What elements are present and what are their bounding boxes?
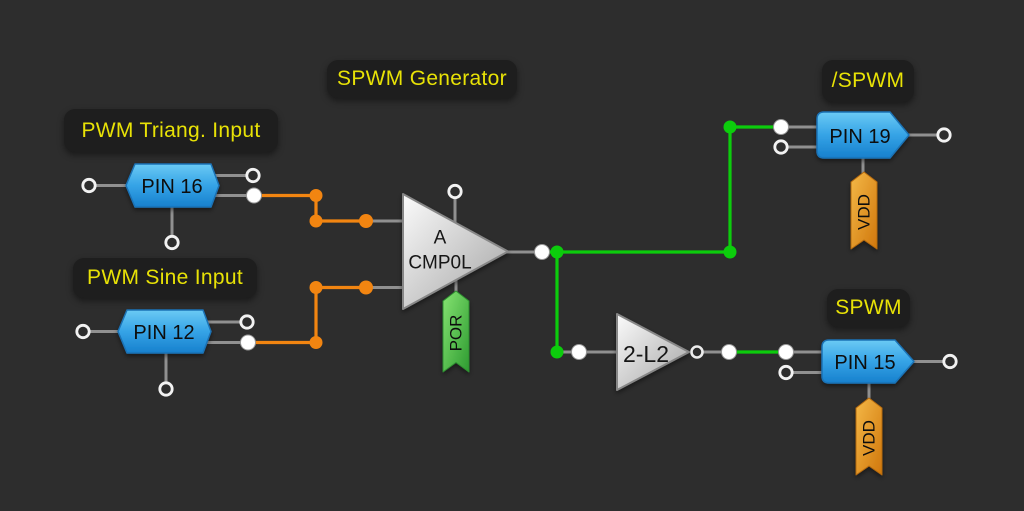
generator-title-label[interactable]: SPWM Generator	[327, 60, 517, 98]
spwm-label[interactable]: SPWM	[827, 289, 910, 327]
pin15-vdd-flag-body[interactable]	[855, 397, 883, 476]
por-flag-body[interactable]	[442, 290, 470, 373]
pin19-vdd-flag[interactable]: VDD	[850, 171, 878, 250]
comparator-top-terminal[interactable]	[447, 183, 463, 200]
inverter-label: 2-L2	[623, 341, 669, 367]
pin15-vdd-flag[interactable]: VDD	[855, 397, 883, 476]
net-sine-orange[interactable]	[248, 285, 366, 345]
pin15-component[interactable]: PIN 15	[821, 339, 915, 384]
pin15-label: PIN 15	[834, 352, 895, 374]
pwm-triang-input-label[interactable]: PWM Triang. Input	[64, 109, 278, 152]
net-triang-orange[interactable]	[254, 193, 366, 223]
pin16-top-right-terminal[interactable]	[245, 167, 261, 184]
pin19-lower-terminal[interactable]	[773, 139, 789, 155]
pin12-component[interactable]: PIN 12	[117, 309, 212, 354]
terminal-ports[interactable]	[75, 127, 958, 397]
white-connection-dots[interactable]	[240, 119, 794, 360]
pin19-vdd-flag-body[interactable]	[850, 171, 878, 250]
pin15-output-terminal[interactable]	[942, 353, 958, 370]
comparator-component[interactable]: A CMP0L	[402, 193, 509, 310]
pin12-left-terminal[interactable]	[75, 323, 91, 340]
pin12-label: PIN 12	[133, 322, 194, 344]
pin15-vdd-label: VDD	[860, 420, 879, 456]
pin16-left-terminal[interactable]	[81, 177, 97, 194]
pin16-body[interactable]	[125, 163, 220, 208]
orange-junction-dots	[309, 189, 373, 349]
comparator-channel-label: A	[434, 228, 447, 249]
pin19-vdd-label: VDD	[855, 194, 874, 230]
pin19-label: PIN 19	[829, 126, 890, 148]
por-flag-label: POR	[447, 315, 466, 352]
pin16-component[interactable]: PIN 16	[125, 163, 220, 208]
inverter-component[interactable]: 2-L2	[616, 313, 690, 391]
inverter-bubble-icon	[690, 345, 704, 359]
inverter-body[interactable]	[616, 313, 690, 391]
pin15-lower-terminal[interactable]	[778, 364, 794, 381]
comparator-name-label: CMP0L	[408, 253, 471, 274]
spwm-inverted-label[interactable]: /SPWM	[822, 60, 914, 102]
por-flag[interactable]: POR	[442, 290, 470, 373]
pin19-body[interactable]	[816, 111, 910, 159]
comparator-body[interactable]	[402, 193, 509, 310]
pin12-top-right-terminal[interactable]	[239, 314, 255, 330]
green-junction-dots	[550, 120, 737, 359]
pin12-bottom-terminal[interactable]	[158, 381, 174, 397]
pin19-component[interactable]: PIN 19	[816, 111, 910, 159]
pin16-bottom-terminal[interactable]	[164, 234, 180, 251]
idle-stub-wires[interactable]	[87, 125, 946, 402]
pin16-label: PIN 16	[141, 176, 202, 198]
pin19-output-terminal[interactable]	[936, 127, 952, 143]
net-spwm-green[interactable]	[544, 125, 786, 354]
pin15-body[interactable]	[821, 339, 915, 384]
pin12-body[interactable]	[117, 309, 212, 354]
pwm-sine-input-label[interactable]: PWM Sine Input	[73, 258, 257, 298]
